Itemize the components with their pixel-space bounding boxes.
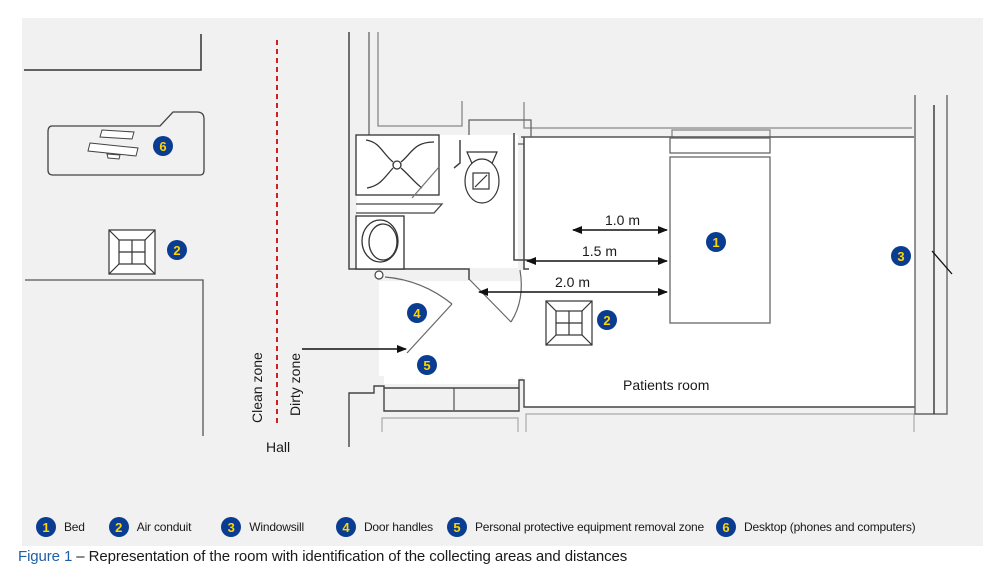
legend-label: Air conduit xyxy=(136,520,192,534)
marker-2-air-conduit-hall: 2 xyxy=(167,240,187,260)
legend: 1 Bed 2 Air conduit 3 Windowsill 4 Door … xyxy=(36,516,916,538)
legend-label: Desktop (phones and computers) xyxy=(744,520,916,534)
legend-item-windowsill: 3 Windowsill xyxy=(221,517,304,537)
right-wall-window xyxy=(914,95,948,415)
marker-3-windowsill: 3 xyxy=(891,246,911,266)
legend-item-ppe-zone: 5 Personal protective equipment removal … xyxy=(446,517,705,537)
legend-badge: 4 xyxy=(335,517,356,537)
marker-4-door-handles: 4 xyxy=(407,303,427,323)
distance-label-1: 1.0 m xyxy=(605,212,640,228)
legend-badge: 3 xyxy=(221,517,242,537)
bathroom-door xyxy=(468,269,522,323)
desktop-station xyxy=(47,111,205,176)
legend-label: Door handles xyxy=(363,520,433,534)
legend-item-door-handles: 4 Door handles xyxy=(335,517,433,537)
air-conduit-hall xyxy=(108,229,156,275)
shower xyxy=(355,134,444,214)
svg-text:6: 6 xyxy=(159,139,166,154)
legend-label: Windowsill xyxy=(249,520,304,534)
figure-caption: Figure 1 – Representation of the room wi… xyxy=(18,548,627,565)
caption-text: – Representation of the room with identi… xyxy=(72,548,628,565)
bed xyxy=(669,137,771,324)
air-conduit-room xyxy=(545,300,593,346)
legend-badge: 1 xyxy=(36,517,56,537)
floor-plan-figure: 1.0 m 1.5 m 2.0 m Patients room Hall Cle… xyxy=(22,18,983,546)
patients-room-label: Patients room xyxy=(623,377,709,393)
svg-text:1: 1 xyxy=(712,235,719,250)
marker-5-ppe-zone: 5 xyxy=(417,355,437,375)
svg-text:2: 2 xyxy=(603,313,610,328)
marker-1-bed: 1 xyxy=(706,232,726,252)
sink xyxy=(355,215,405,270)
lower-walls xyxy=(348,379,915,447)
phone-computer-icon xyxy=(87,129,139,160)
distance-label-3: 2.0 m xyxy=(555,274,590,290)
figure-label: Figure 1 xyxy=(18,548,73,565)
toilet xyxy=(464,151,500,204)
window-opening xyxy=(931,250,953,275)
distance-label-2: 1.5 m xyxy=(582,243,617,259)
legend-badge: 6 xyxy=(716,517,737,537)
svg-text:3: 3 xyxy=(897,249,904,264)
lower-corridor-walls xyxy=(381,413,915,432)
legend-badge: 2 xyxy=(108,517,129,537)
svg-text:5: 5 xyxy=(423,358,430,373)
hall-label: Hall xyxy=(266,439,290,455)
legend-label: Bed xyxy=(64,520,85,534)
legend-item-air-conduit: 2 Air conduit xyxy=(108,517,192,537)
dirty-zone-label: Dirty zone xyxy=(287,353,303,416)
marker-6-desktop: 6 xyxy=(153,136,173,156)
legend-item-bed: 1 Bed xyxy=(36,517,85,537)
legend-label: Personal protective equipment removal zo… xyxy=(474,520,705,534)
clean-zone-label: Clean zone xyxy=(249,352,265,423)
floor-plan: 1.0 m 1.5 m 2.0 m Patients room Hall Cle… xyxy=(24,32,953,455)
bottom-left-wall xyxy=(25,279,204,436)
marker-2-air-conduit-room: 2 xyxy=(597,310,617,330)
svg-text:4: 4 xyxy=(413,306,421,321)
bathroom-walls xyxy=(348,32,914,280)
legend-item-desktop: 6 Desktop (phones and computers) xyxy=(716,517,916,537)
svg-text:2: 2 xyxy=(173,243,180,258)
legend-badge: 5 xyxy=(446,517,467,537)
patients-room-floor xyxy=(379,137,915,407)
entrance-door xyxy=(374,270,453,354)
top-left-wall xyxy=(24,34,202,71)
